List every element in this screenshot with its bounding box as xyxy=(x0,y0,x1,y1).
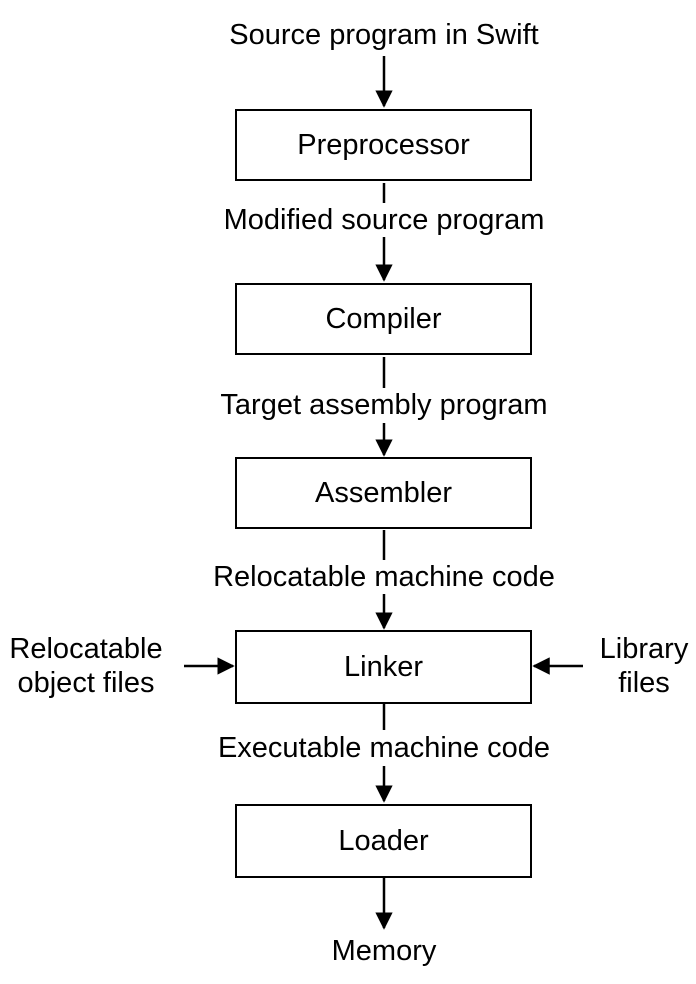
executable-machine-code-label: Executable machine code xyxy=(217,732,551,764)
preprocessor-label: Preprocessor xyxy=(297,128,470,161)
modified-source-label: Modified source program xyxy=(223,204,545,236)
object-files-line1: Relocatable xyxy=(9,633,163,665)
loader-box: Loader xyxy=(235,804,532,878)
library-files-line1: Library xyxy=(599,633,689,665)
target-assembly-label: Target assembly program xyxy=(220,389,548,421)
library-files-label: Library files xyxy=(594,632,694,700)
memory-label: Memory xyxy=(331,935,437,967)
compiler-box: Compiler xyxy=(235,283,532,355)
preprocessor-box: Preprocessor xyxy=(235,109,532,181)
assembler-label: Assembler xyxy=(315,476,452,509)
relocatable-machine-code-label: Relocatable machine code xyxy=(213,561,555,593)
library-files-line2: files xyxy=(618,667,670,699)
assembler-box: Assembler xyxy=(235,457,532,529)
linker-label: Linker xyxy=(344,650,423,683)
input-label: Source program in Swift xyxy=(229,19,539,51)
object-files-line2: object files xyxy=(17,667,155,699)
object-files-label: Relocatable object files xyxy=(6,632,166,700)
loader-label: Loader xyxy=(338,824,429,857)
linker-box: Linker xyxy=(235,630,532,704)
compiler-label: Compiler xyxy=(325,302,442,335)
